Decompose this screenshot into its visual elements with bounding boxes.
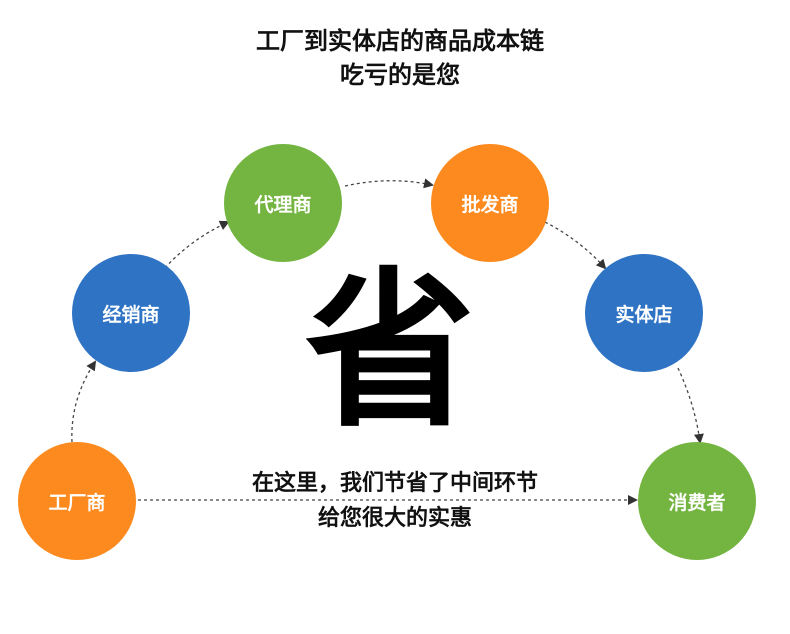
node-agent: 代理商: [224, 144, 342, 262]
arrow-agent-to-wholesaler: [344, 178, 434, 189]
caption-line-1: 在这里，我们节省了中间环节: [251, 471, 538, 496]
arrow-distributor-to-agent: [164, 220, 230, 269]
arrow-store-to-consumer: [677, 367, 704, 444]
title-line-2: 吃亏的是您: [340, 61, 460, 89]
node-wholesaler: 批发商: [431, 144, 549, 262]
node-store: 实体店: [585, 254, 703, 372]
arrow-factory-to-distributor: [71, 360, 97, 443]
center-big-character: 省: [304, 253, 475, 451]
caption-line-2: 给您很大的实惠: [317, 506, 472, 531]
arrow-wholesaler-to-store: [544, 221, 607, 270]
title-line-1: 工厂到实体店的商品成本链: [256, 27, 544, 55]
node-distributor: 经销商: [72, 254, 190, 372]
node-consumer: 消费者: [638, 442, 756, 560]
node-factory: 工厂商: [18, 442, 136, 560]
